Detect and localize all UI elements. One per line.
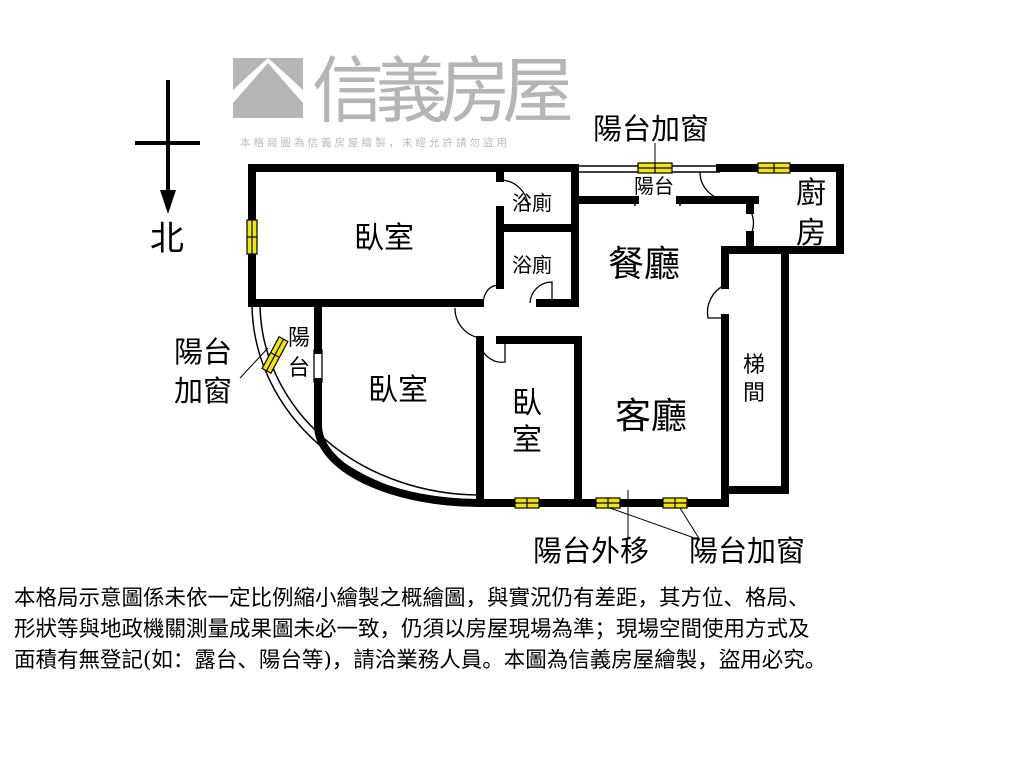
room-balcony-left-2: 台 [288,356,310,381]
window-icon [757,162,791,174]
callouts: 陽台加窗 陽台 加窗 陽台外移 陽台加窗 [174,112,805,568]
watermark-notice: 本格局圖為信義房屋繪製，未經允許請勿盜用 [240,136,510,149]
window-icon [637,162,673,174]
room-living: 客廳 [615,396,687,437]
window-icon [246,219,258,255]
window-icon [595,497,621,509]
callout-bottom-window: 陽台加窗 [689,534,805,568]
callout-left-1: 陽台 [174,335,232,369]
room-stair-2: 間 [743,381,765,406]
room-bedroom-mid-2: 室 [512,423,542,458]
room-bedroom-left: 臥室 [368,373,428,408]
door-swings [313,171,755,383]
room-stair-1: 梯 [743,353,765,378]
walls [248,164,844,508]
disclaimer-line: 面積有無登記(如：露台、陽台等)，請洽業務人員。本圖為信義房屋繪製，盜用必究。 [14,648,827,673]
window-icon [261,335,289,375]
room-balcony-left-1: 陽 [288,326,310,351]
callout-left-2: 加窗 [174,374,232,408]
room-balcony-top: 陽台 [634,174,674,198]
disclaimer-line: 形狀等與地政機關測量成果圖未必一致，仍須以房屋現場為準；現場空間使用方式及 [14,617,810,642]
window-icon [514,497,540,509]
balcony-arc [251,302,481,504]
room-kitchen-2: 房 [796,216,826,251]
disclaimer: 本格局示意圖係未依一定比例縮小繪製之概繪圖，與實況仍有差距，其方位、格局、 形狀… [14,583,1014,676]
north-arrow-icon [135,80,200,214]
room-dining: 餐廳 [608,244,680,285]
room-kitchen-1: 廚 [796,176,826,211]
room-bath-2: 浴廁 [512,253,552,277]
room-labels: 臥室 浴廁 浴廁 陽台 廚 房 餐廳 梯 間 陽 台 臥室 臥 室 客廳 [288,174,826,458]
room-bedroom-top: 臥室 [354,221,414,256]
north-label: 北 [150,219,184,259]
window-icon [662,497,688,509]
disclaimer-line: 本格局示意圖係未依一定比例縮小繪製之概繪圖，與實況仍有差距，其方位、格局、 [14,586,810,611]
callout-top: 陽台加窗 [593,112,709,146]
window-icons [246,162,791,509]
callout-bottom-moved: 陽台外移 [533,534,649,568]
leader-lines [239,143,701,541]
room-bath-1: 浴廁 [512,191,552,215]
room-bedroom-mid-1: 臥 [512,386,542,421]
watermark-brand: 信義房屋 [312,49,574,133]
watermark: 信義房屋 本格局圖為信義房屋繪製，未經允許請勿盜用 [233,49,574,149]
